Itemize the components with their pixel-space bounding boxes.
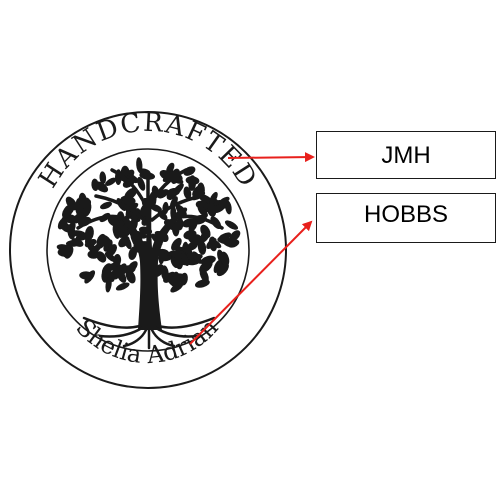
- arrow-to-jmh: [227, 152, 315, 163]
- label-box-jmh: JMH: [316, 131, 496, 179]
- label-jmh-text: JMH: [381, 142, 431, 169]
- label-hobbs-text: HOBBS: [363, 201, 449, 228]
- label-box-hobbs: HOBBS: [316, 193, 496, 243]
- tree-of-life-icon: [56, 157, 241, 350]
- arrow-to-hobbs: [189, 220, 313, 345]
- inner-ring: [46, 148, 250, 352]
- outer-ring: [9, 111, 287, 389]
